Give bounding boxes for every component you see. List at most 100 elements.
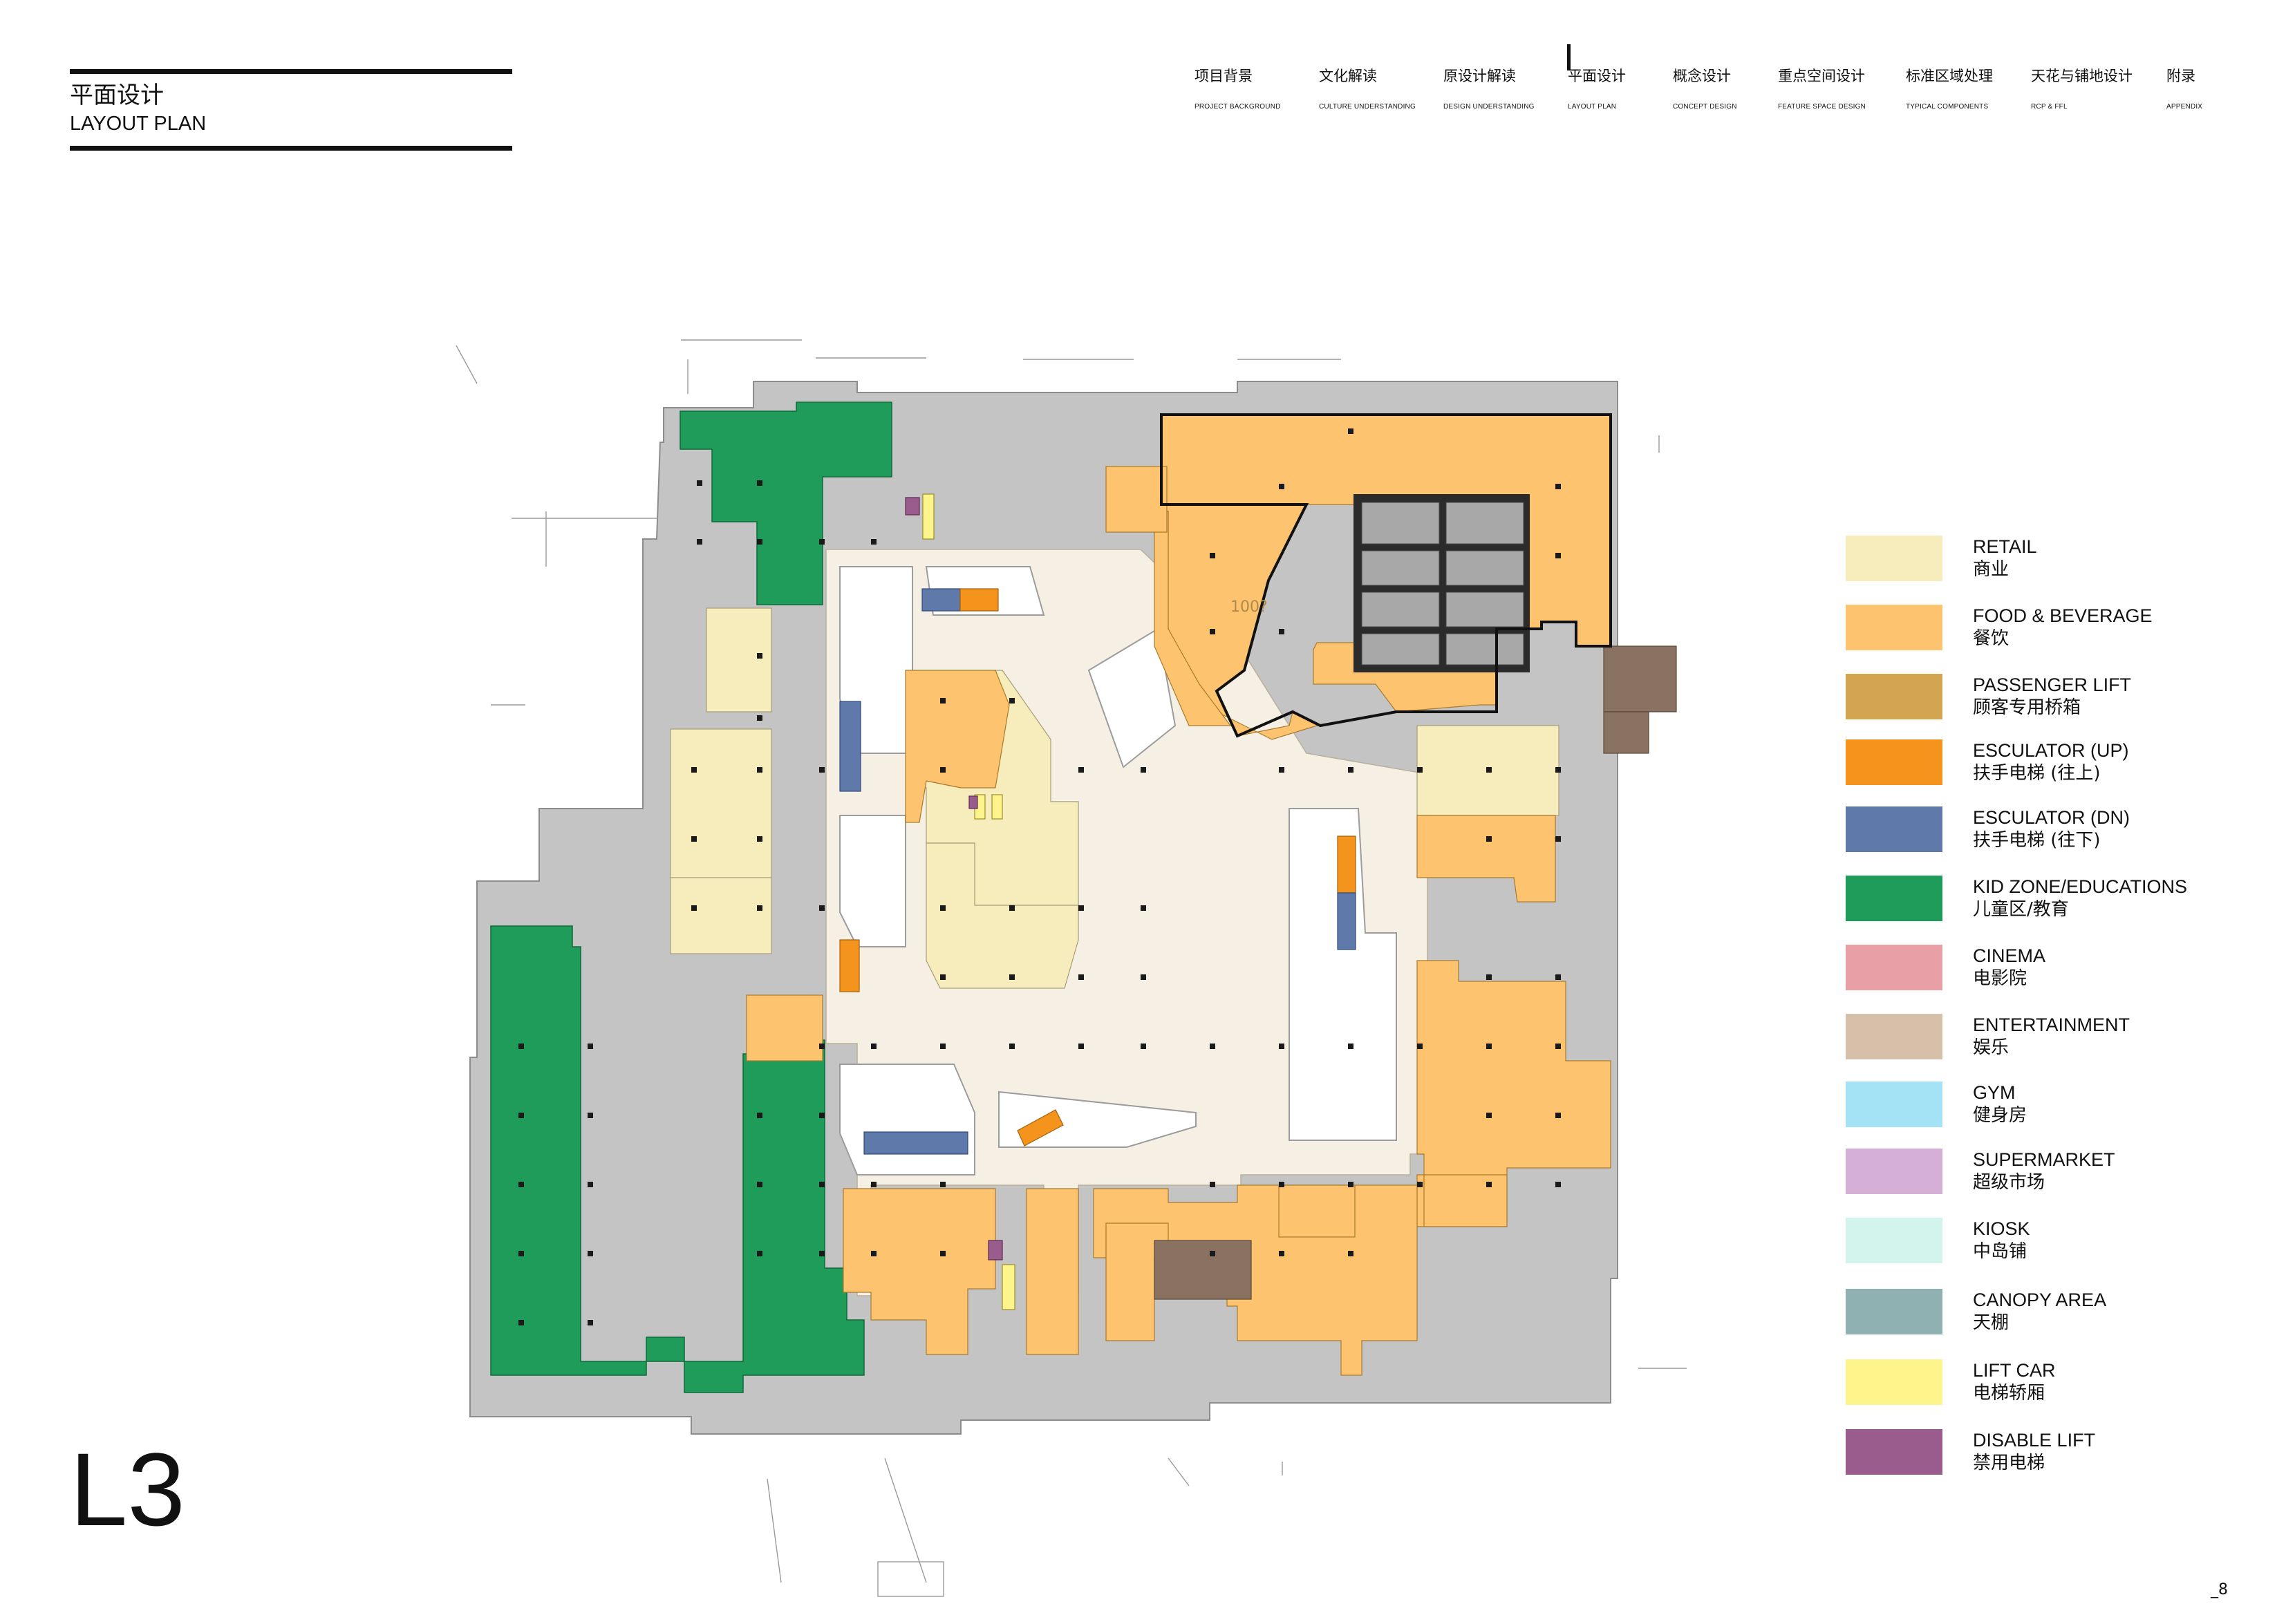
plan-construction-lines [456, 339, 1687, 1597]
plan-toilet-cells [1361, 502, 1524, 665]
legend-label-cn: 儿童区/教育 [1973, 899, 2069, 920]
floor-plan-l3: 100? [456, 339, 1687, 1597]
legend-item-entertainment: ENTERTAINMENT 娱乐 [1846, 1014, 2274, 1059]
nav-item-design-understanding[interactable]: 原设计解读 DESIGN UNDERSTANDING [1443, 66, 1535, 112]
legend-swatch [1846, 739, 1942, 785]
legend-label-cn: 中岛铺 [1973, 1241, 2027, 1262]
legend-item-supermarket: SUPERMARKET 超级市场 [1846, 1149, 2274, 1194]
legend-label-cn: 扶手电梯 (往下) [1973, 830, 2101, 851]
legend-label-cn: 顾客专用桥箱 [1973, 697, 2081, 718]
nav-item-label-en: TYPICAL COMPONENTS [1906, 103, 1989, 111]
legend-swatch [1846, 806, 1942, 852]
nav-item-label-cn: 标准区域处理 [1906, 68, 1993, 84]
legend-item-gym: GYM 健身房 [1846, 1082, 2274, 1127]
legend-swatch [1846, 1218, 1942, 1263]
legend-label-cn: 电影院 [1973, 968, 2027, 989]
legend-swatch [1846, 536, 1942, 581]
legend-label-cn: 电梯轿厢 [1973, 1383, 2045, 1404]
nav-item-culture-understanding[interactable]: 文化解读 CULTURE UNDERSTANDING [1319, 66, 1416, 112]
legend-swatch [1846, 1149, 1942, 1194]
legend-label-cn: 禁用电梯 [1973, 1453, 2045, 1473]
legend-label-en: DISABLE LIFT [1973, 1430, 2096, 1451]
legend-swatch [1846, 876, 1942, 921]
nav-item-label-en: RCP & FFL [2031, 103, 2068, 111]
plan-columns [518, 428, 1561, 1325]
nav-item-label-cn: 附录 [2166, 68, 2195, 84]
level-label: L3 [70, 1431, 185, 1547]
nav-item-label-en: DESIGN UNDERSTANDING [1443, 103, 1535, 111]
legend-item-kiosk: KIOSK 中岛铺 [1846, 1218, 2274, 1263]
nav-item-label-cn: 天花与铺地设计 [2031, 68, 2133, 84]
legend-item-disable-lift: DISABLE LIFT 禁用电梯 [1846, 1429, 2274, 1475]
nav-item-label-cn: 重点空间设计 [1778, 68, 1865, 84]
nav-item-rcp-ffl[interactable]: 天花与铺地设计 RCP & FFL [2031, 66, 2133, 112]
legend-label-en: PASSENGER LIFT [1973, 674, 2132, 695]
legend-label-en: ENTERTAINMENT [1973, 1014, 2130, 1035]
legend-label-en: ESCULATOR (DN) [1973, 807, 2130, 828]
nav-item-label-cn: 项目背景 [1194, 68, 1253, 84]
legend-swatch [1846, 945, 1942, 990]
legend-swatch [1846, 1014, 1942, 1059]
nav-item-label-en: LAYOUT PLAN [1568, 103, 1617, 111]
nav-item-label-en: CULTURE UNDERSTANDING [1319, 103, 1416, 111]
nav-item-label-cn: 平面设计 [1568, 68, 1626, 84]
legend-swatch [1846, 1359, 1942, 1405]
legend-label-en: LIFT CAR [1973, 1360, 2056, 1381]
legend-swatch [1846, 1082, 1942, 1127]
legend-item-passenger-lift: PASSENGER LIFT 顾客专用桥箱 [1846, 674, 2274, 719]
legend-label-en: RETAIL [1973, 536, 2037, 557]
nav-item-appendix[interactable]: 附录 APPENDIX [2166, 66, 2202, 112]
nav-item-concept-design[interactable]: 概念设计 CONCEPT DESIGN [1673, 66, 1737, 112]
nav-item-label-en: FEATURE SPACE DESIGN [1778, 103, 1866, 111]
nav-item-label-cn: 文化解读 [1319, 68, 1377, 84]
legend-item-retail: RETAIL 商业 [1846, 536, 2274, 581]
page-number: _8 [2211, 1581, 2228, 1598]
plan-escalators [839, 588, 1356, 1155]
legend-swatch [1846, 605, 1942, 650]
header-rule-bottom [70, 146, 512, 151]
nav-item-project-background[interactable]: 项目背景 PROJECT BACKGROUND [1194, 66, 1281, 112]
nav-item-label-cn: 概念设计 [1673, 68, 1731, 84]
legend-label-en: GYM [1973, 1082, 2016, 1103]
plan-lift-cars [922, 493, 1015, 1310]
plan-disable-lifts [905, 497, 1003, 1261]
legend-label-cn: 超级市场 [1973, 1172, 2045, 1193]
nav-item-label-cn: 原设计解读 [1443, 68, 1516, 84]
legend-label-cn: 天棚 [1973, 1312, 2009, 1333]
nav-item-layout-plan[interactable]: 平面设计 LAYOUT PLAN [1568, 66, 1626, 112]
nav-active-marker [1567, 44, 1571, 70]
legend-item-escalator-down: ESCULATOR (DN) 扶手电梯 (往下) [1846, 806, 2274, 852]
nav-item-label-en: CONCEPT DESIGN [1673, 103, 1737, 111]
page-title-en: LAYOUT PLAN [70, 113, 207, 135]
legend-label-en: SUPERMARKET [1973, 1149, 2115, 1170]
legend-item-cinema: CINEMA 电影院 [1846, 945, 2274, 990]
nav-item-typical-components[interactable]: 标准区域处理 TYPICAL COMPONENTS [1906, 66, 1993, 112]
nav-item-feature-space-design[interactable]: 重点空间设计 FEATURE SPACE DESIGN [1778, 66, 1866, 112]
page-title-cn: 平面设计 [70, 82, 164, 109]
legend-label-en: FOOD & BEVERAGE [1973, 605, 2153, 626]
legend-swatch [1846, 1289, 1942, 1334]
legend-item-lift-car: LIFT CAR 电梯轿厢 [1846, 1359, 2274, 1405]
plan-kid-zone [490, 402, 892, 1393]
legend-label-cn: 餐饮 [1973, 628, 2009, 649]
nav-item-label-en: APPENDIX [2166, 103, 2203, 111]
plan-passenger-lift [1154, 645, 1677, 1300]
legend-label-en: ESCULATOR (UP) [1973, 740, 2129, 761]
legend-item-kid-zone: KID ZONE/EDUCATIONS 儿童区/教育 [1846, 876, 2274, 921]
legend-item-food-beverage: FOOD & BEVERAGE 餐饮 [1846, 605, 2274, 650]
legend-label-en: KIOSK [1973, 1218, 2030, 1239]
plan-area-label: 100? [1230, 598, 1268, 616]
plan-fnb-outline [1160, 413, 1612, 738]
legend-label-cn: 健身房 [1973, 1105, 2027, 1126]
legend-label-en: CINEMA [1973, 945, 2046, 966]
legend-swatch [1846, 674, 1942, 719]
legend-label-en: KID ZONE/EDUCATIONS [1973, 876, 2188, 897]
legend-label-cn: 商业 [1973, 559, 2009, 580]
legend-swatch [1846, 1429, 1942, 1475]
legend-item-canopy-area: CANOPY AREA 天棚 [1846, 1289, 2274, 1334]
section-nav: 项目背景 PROJECT BACKGROUND 文化解读 CULTURE UND… [0, 66, 2286, 122]
legend-label-cn: 娱乐 [1973, 1037, 2009, 1058]
legend-label-en: CANOPY AREA [1973, 1290, 2107, 1310]
legend-item-escalator-up: ESCULATOR (UP) 扶手电梯 (往上) [1846, 739, 2274, 785]
legend-label-cn: 扶手电梯 (往上) [1973, 763, 2101, 784]
